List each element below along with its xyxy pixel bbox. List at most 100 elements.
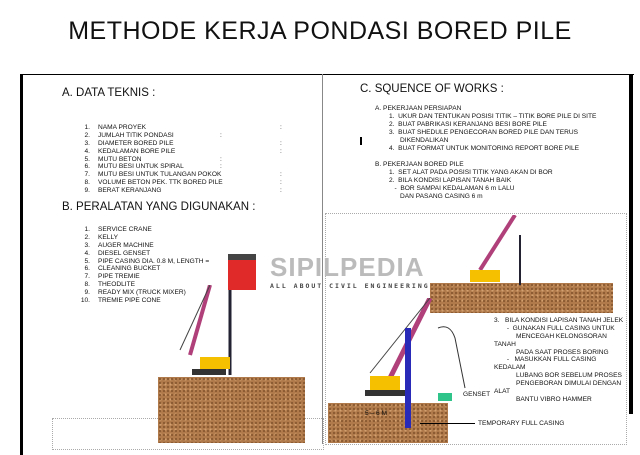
list-item: 6. CLEANING BUCKET bbox=[76, 265, 209, 273]
item-text: BERAT KERANJANG bbox=[98, 187, 162, 195]
list-item: 9.READY MIX (TRUCK MIXER) bbox=[76, 289, 209, 297]
soil-block-2 bbox=[430, 283, 613, 313]
item-number: 2. bbox=[84, 131, 91, 139]
item-text: MUTU BESI UNTUK TULANGAN POKOK bbox=[98, 171, 222, 179]
watermark-name: SIPILPEDIA bbox=[270, 252, 425, 282]
page-title: METHODE KERJA PONDASI BORED PILE bbox=[68, 17, 572, 45]
item-text: MUTU BETON bbox=[98, 155, 142, 163]
frame-right-border bbox=[629, 74, 633, 414]
item-number: 5. bbox=[84, 257, 91, 265]
item-number: 5. bbox=[84, 155, 91, 163]
item-number: 8. bbox=[84, 281, 91, 289]
step3-text: 3. BILA KONDISI LAPISAN TANAH JELEK - GU… bbox=[494, 317, 623, 404]
list-line: - BOR SAMPAI KEDALAMAN 6 m LALU bbox=[389, 184, 515, 192]
bored-pile-list: 1. SET ALAT PADA POSISI TITIK YANG AKAN … bbox=[389, 169, 553, 201]
list-item: 7. PIPE TREMIE bbox=[76, 273, 209, 281]
item-colon: : bbox=[280, 179, 282, 187]
persiapan-list: 1. UKUR DAN TENTUKAN POSISI TITIK – TITI… bbox=[389, 113, 596, 152]
sipilpedia-logo-icon bbox=[228, 254, 256, 290]
list-line: DAN PASANG CASING 6 m bbox=[389, 192, 483, 200]
list-line: - MASUKKAN FULL CASING bbox=[494, 356, 597, 364]
list-line: 3. BILA KONDISI LAPISAN TANAH JELEK bbox=[494, 317, 624, 324]
temporary-casing bbox=[405, 328, 411, 428]
crane-drawing-1 bbox=[179, 285, 232, 375]
item-number: 9. bbox=[84, 187, 91, 195]
bored-pile-title: B. PEKERJAAN BORED PILE bbox=[375, 161, 464, 168]
list-line: PENGEBORAN DIMULAI DENGAN bbox=[494, 380, 622, 388]
list-line: KEDALAM bbox=[494, 364, 526, 372]
list-item: 5.PIPE CASING DIA. 0.8 M, LENGTH = bbox=[76, 257, 210, 266]
item-number: 1. bbox=[84, 226, 91, 233]
item-text: MUTU BESI UNTUK SPIRAL bbox=[98, 163, 184, 171]
text-cursor bbox=[360, 137, 362, 145]
item-colon: : bbox=[280, 187, 282, 195]
section-c-heading: C. SQUENCE OF WORKS : bbox=[360, 83, 504, 95]
crane-drawing-3 bbox=[470, 215, 521, 285]
list-line: LUBANG BOR SEBELUM PROSES bbox=[494, 372, 622, 380]
section-b-heading: B. PERALATAN YANG DIGUNAKAN : bbox=[62, 201, 256, 213]
list-item: 3. DIAMETER BORED PILE: bbox=[76, 139, 282, 148]
casing-label: TEMPORARY FULL CASING bbox=[478, 420, 565, 427]
genset-icon bbox=[438, 393, 452, 401]
list-line: 4. BUAT FORMAT UNTUK MONITORING REPORT B… bbox=[389, 144, 580, 152]
list-line: DIKENDALIKAN bbox=[389, 136, 449, 144]
list-line: 1. UKUR DAN TENTUKAN POSISI TITIK – TITI… bbox=[389, 113, 597, 120]
column-divider bbox=[322, 74, 323, 444]
item-colon: : bbox=[280, 171, 282, 179]
list-line: 1. SET ALAT PADA POSISI TITIK YANG AKAN … bbox=[389, 169, 553, 176]
item-text: KELLY bbox=[98, 233, 119, 241]
list-item: 10. TREMIE PIPE CONE bbox=[76, 297, 209, 305]
item-number: 4. bbox=[84, 249, 91, 257]
item-colon: : bbox=[280, 124, 282, 131]
item-text: SERVICE CRANE bbox=[98, 226, 152, 233]
item-number: 7. bbox=[84, 171, 91, 179]
depth-label: 5 – 6 M bbox=[365, 410, 387, 417]
item-number: 6. bbox=[84, 163, 91, 171]
item-number: 8. bbox=[84, 179, 91, 187]
item-colon: : bbox=[280, 147, 282, 155]
list-item: 8. VOLUME BETON PEK. TTK BORED PILE: bbox=[76, 179, 282, 187]
item-number: 10. bbox=[80, 297, 90, 305]
data-teknis-list: 1. NAMA PROYEK: 2. JUMLAH TITIK PONDASI: 3. D… bbox=[76, 124, 282, 195]
item-number: 3. bbox=[84, 241, 91, 249]
list-line: ALAT bbox=[494, 388, 511, 396]
list-item: 7. MUTU BESI UNTUK TULANGAN POKOK: bbox=[76, 171, 282, 179]
list-item: 4. DIESEL GENSET bbox=[76, 250, 209, 258]
item-text: NAMA PROYEK bbox=[98, 124, 147, 131]
list-line: 2. BUAT PABRIKASI KERANJANG BESI BORE PI… bbox=[389, 120, 547, 128]
item-colon: : bbox=[220, 131, 222, 139]
item-text: CLEANING BUCKET bbox=[98, 265, 161, 273]
item-colon: : bbox=[280, 139, 282, 147]
item-number: 6. bbox=[84, 265, 91, 273]
section-a-heading: A. DATA TEKNIS : bbox=[62, 87, 156, 99]
item-number: 7. bbox=[84, 273, 91, 281]
item-text: AUGER MACHINE bbox=[98, 241, 154, 249]
list-item: 8.THEODLITE bbox=[76, 281, 209, 289]
watermark-tagline: ALL ABOUT CIVIL ENGINEERING bbox=[270, 282, 430, 290]
persiapan-title: A. PEKERJAAN PERSIAPAN bbox=[375, 105, 462, 112]
item-number: 3. bbox=[84, 139, 91, 147]
list-line: PADA SAAT PROSES BORING bbox=[494, 348, 609, 356]
list-line: 3. BUAT SHEDULE PENGECORAN BORED PILE DA… bbox=[389, 128, 579, 136]
document-frame bbox=[20, 74, 634, 455]
item-number: 9. bbox=[84, 289, 91, 297]
item-text: VOLUME BETON PEK. TTK BORED PILE bbox=[98, 179, 223, 187]
item-text: TREMIE PIPE CONE bbox=[98, 297, 161, 305]
list-item: 6. MUTU BESI UNTUK SPIRAL: bbox=[76, 163, 223, 171]
list-line: BANTU VIBRO HAMMER bbox=[494, 395, 592, 403]
list-item: 1. NAMA PROYEK: bbox=[76, 124, 282, 132]
list-item: 9. BERAT KERANJANG: bbox=[76, 187, 282, 195]
item-number: 1. bbox=[84, 124, 91, 131]
equipment-list: 1. SERVICE CRANE 2. KELLY 3. AUGER MACHINE 4. D… bbox=[76, 226, 209, 305]
list-item: 2. JUMLAH TITIK PONDASI: bbox=[76, 132, 223, 140]
item-text: JUMLAH TITIK PONDASI bbox=[98, 131, 174, 139]
item-text: DIAMETER BORED PILE bbox=[98, 139, 174, 147]
list-item: 3. AUGER MACHINE bbox=[76, 242, 209, 250]
item-text: DIESEL GENSET bbox=[98, 249, 151, 257]
item-number: 2. bbox=[84, 233, 91, 241]
item-text: PIPE TREMIE bbox=[98, 273, 140, 281]
list-item: 2. KELLY bbox=[76, 234, 209, 242]
list-line: MENCEGAH KELONGSORAN bbox=[494, 332, 607, 340]
item-colon: : bbox=[220, 163, 222, 171]
list-line: TANAH bbox=[494, 340, 516, 348]
